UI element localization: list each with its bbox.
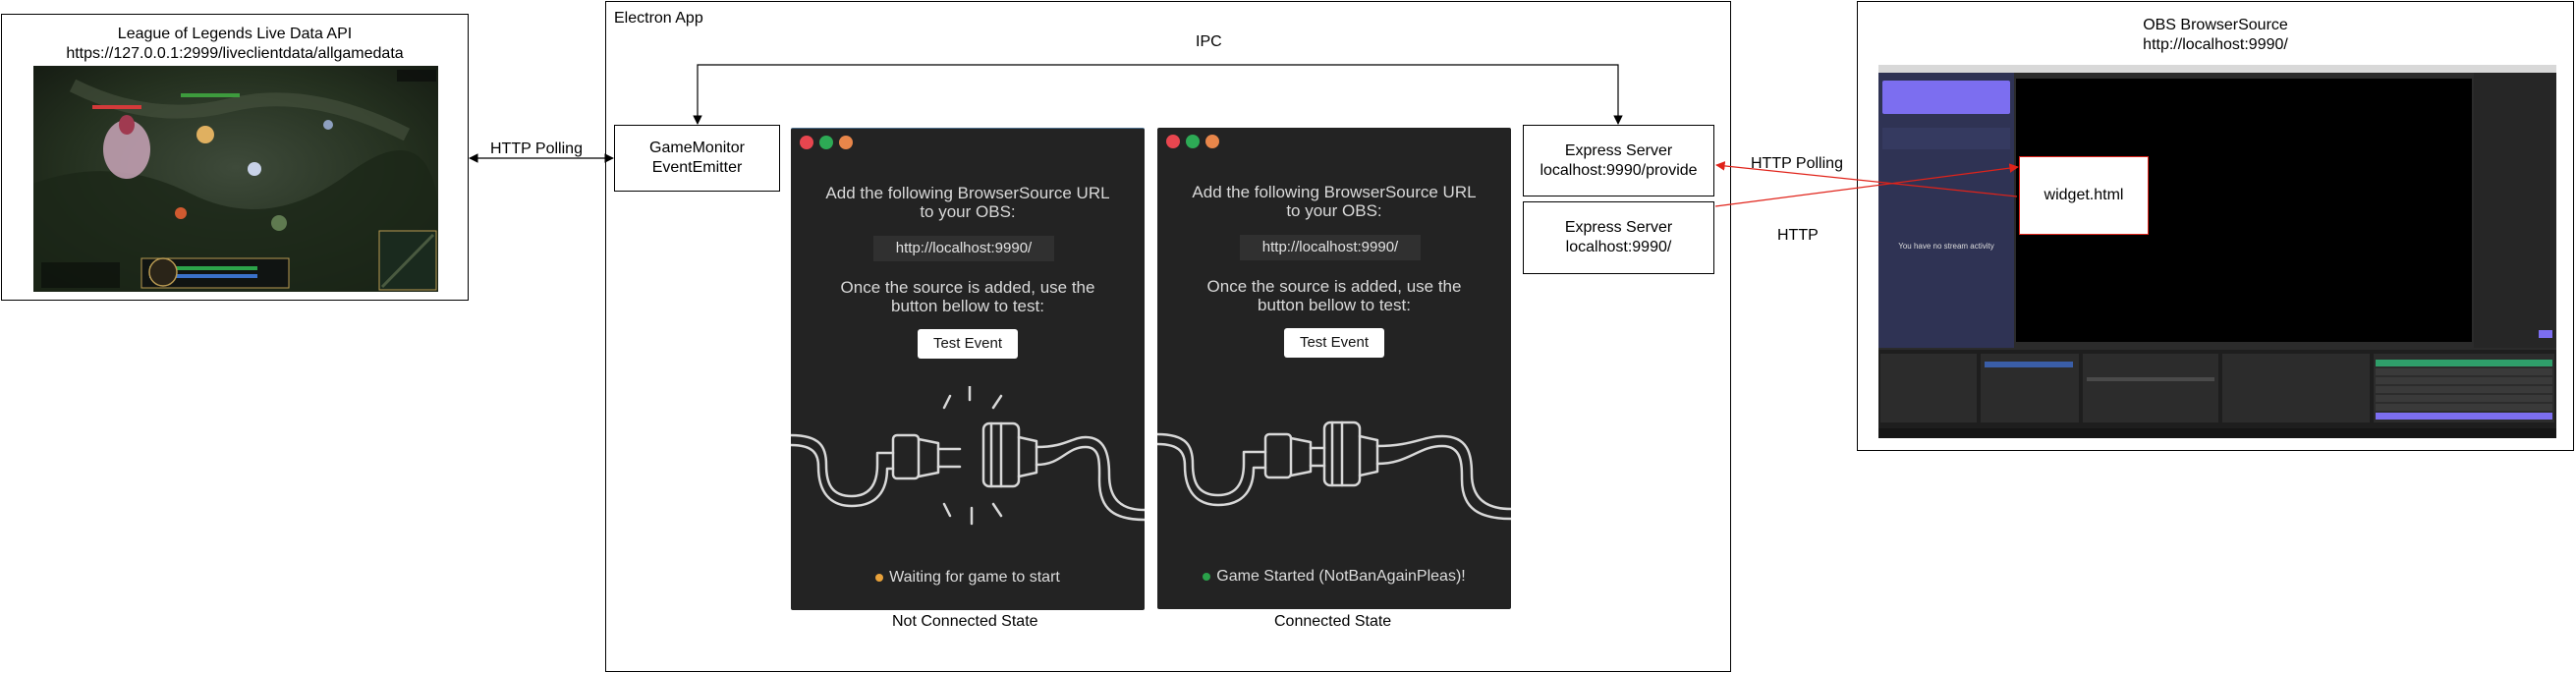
obs-control-button[interactable] — [2376, 386, 2552, 393]
obs-source-selected — [1985, 362, 2073, 367]
game-monitor-box: GameMonitor EventEmitter — [614, 125, 780, 192]
express-root-line2: localhost:9990/ — [1565, 239, 1672, 255]
game-monitor-line2: EventEmitter — [651, 159, 743, 176]
obs-controls-dock — [2374, 354, 2554, 422]
http-polling-right-arrow — [1715, 161, 2018, 197]
obs-sources-dock — [1981, 354, 2079, 422]
obs-title-line1: OBS BrowserSource — [2143, 17, 2288, 33]
lol-api-box: League of Legends Live Data API https://… — [1, 14, 469, 301]
http-polling-left-label: HTTP Polling — [490, 140, 583, 157]
obs-control-button[interactable] — [2376, 413, 2552, 420]
test-event-button[interactable]: Test Event — [1284, 328, 1384, 358]
express-provide-box: Express Server localhost:9990/provide — [1523, 125, 1714, 196]
status-text: Game Started (NotBanAgainPleas)! — [1216, 568, 1466, 585]
ipc-arrow — [693, 64, 1623, 125]
test-instruction-text: Once the source is added, use the button… — [1157, 277, 1511, 314]
test-instruction-text: Once the source is added, use the button… — [791, 278, 1145, 315]
status-line: Waiting for game to start — [791, 569, 1145, 587]
http-right-label: HTTP — [1777, 227, 1819, 244]
panel-connected: Add the following BrowserSource URL to y… — [1157, 128, 1511, 609]
minimize-dot-icon[interactable] — [839, 136, 853, 149]
plugged-cable-icon — [1157, 421, 1511, 521]
instruction-line2: to your OBS: — [920, 202, 1016, 221]
express-provide-line1: Express Server — [1564, 141, 1673, 159]
electron-app-title: Electron App — [614, 10, 703, 27]
widget-html-box: widget.html — [2019, 156, 2149, 235]
ipc-label: IPC — [1196, 33, 1222, 50]
express-provide-line2: localhost:9990/provide — [1540, 161, 1698, 179]
browsersource-url[interactable]: http://localhost:9990/ — [873, 236, 1054, 261]
test-instruction-line1: Once the source is added, use the — [840, 278, 1095, 297]
instruction-line1: Add the following BrowserSource URL — [825, 184, 1110, 202]
instruction-text: Add the following BrowserSource URL to y… — [791, 184, 1145, 221]
window-controls — [800, 136, 853, 149]
test-instruction-line2: button bellow to test: — [1258, 296, 1411, 314]
obs-scenes-dock — [1880, 354, 1977, 422]
obs-url: http://localhost:9990/ — [2143, 36, 2288, 53]
caption-not-connected: Not Connected State — [892, 613, 1038, 630]
obs-activity-panel: You have no stream activity — [1878, 73, 2014, 348]
obs-control-button[interactable] — [2376, 404, 2552, 411]
panel-not-connected: Add the following BrowserSource URL to y… — [791, 128, 1145, 610]
caption-connected: Connected State — [1274, 613, 1392, 630]
close-dot-icon[interactable] — [800, 136, 813, 149]
status-text: Waiting for game to start — [889, 569, 1060, 586]
window-controls — [1166, 135, 1219, 148]
instruction-text: Add the following BrowserSource URL to y… — [1157, 183, 1511, 220]
maximize-dot-icon[interactable] — [819, 136, 833, 149]
lol-api-title: League of Legends Live Data API https://… — [2, 25, 468, 64]
obs-activity-row — [1882, 128, 2010, 149]
instruction-line1: Add the following BrowserSource URL — [1192, 183, 1477, 201]
obs-start-streaming-button[interactable] — [2376, 360, 2552, 366]
lol-game-screenshot — [33, 66, 438, 292]
obs-control-button[interactable] — [2376, 377, 2552, 384]
http-polling-right-label: HTTP Polling — [1751, 155, 1843, 172]
obs-audio-dock — [2083, 354, 2218, 422]
obs-titlebar — [1878, 65, 2556, 73]
status-dot-icon — [875, 573, 884, 582]
obs-title: OBS BrowserSource http://localhost:9990/ — [1858, 16, 2573, 55]
unplugged-cable-icon — [791, 386, 1145, 526]
instruction-line2: to your OBS: — [1286, 201, 1382, 220]
test-instruction-line2: button bellow to test: — [891, 297, 1044, 315]
obs-screenshot: You have no stream activity widget.html — [1878, 65, 2556, 438]
test-instruction-line1: Once the source is added, use the — [1206, 277, 1462, 296]
express-root-line1: Express Server — [1564, 219, 1673, 236]
http-right-arrow — [1714, 163, 2019, 207]
close-dot-icon[interactable] — [1166, 135, 1180, 148]
obs-chat-panel — [2474, 73, 2556, 348]
lol-api-url: https://127.0.0.1:2999/liveclientdata/al… — [66, 45, 404, 62]
lol-api-title-line1: League of Legends Live Data API — [117, 26, 353, 42]
obs-activity-header — [1882, 81, 2010, 114]
obs-statusbar — [1878, 428, 2556, 438]
game-monitor-line1: GameMonitor — [649, 140, 745, 156]
status-dot-icon — [1203, 572, 1211, 581]
status-line: Game Started (NotBanAgainPleas)! — [1157, 568, 1511, 586]
obs-chat-button — [2539, 330, 2552, 338]
browsersource-url[interactable]: http://localhost:9990/ — [1240, 235, 1421, 260]
widget-html-label: widget.html — [2044, 187, 2124, 203]
obs-control-button[interactable] — [2376, 368, 2552, 375]
obs-control-button[interactable] — [2376, 395, 2552, 402]
minimize-dot-icon[interactable] — [1205, 135, 1219, 148]
maximize-dot-icon[interactable] — [1186, 135, 1200, 148]
obs-docks — [1878, 350, 2556, 438]
obs-audio-meter — [2087, 377, 2214, 381]
obs-transitions-dock — [2222, 354, 2370, 422]
express-root-box: Express Server localhost:9990/ — [1523, 201, 1714, 274]
obs-no-stream-text: You have no stream activity — [1898, 242, 1994, 251]
obs-browsersource-box: OBS BrowserSource http://localhost:9990/… — [1857, 1, 2574, 451]
test-event-button[interactable]: Test Event — [918, 329, 1018, 359]
